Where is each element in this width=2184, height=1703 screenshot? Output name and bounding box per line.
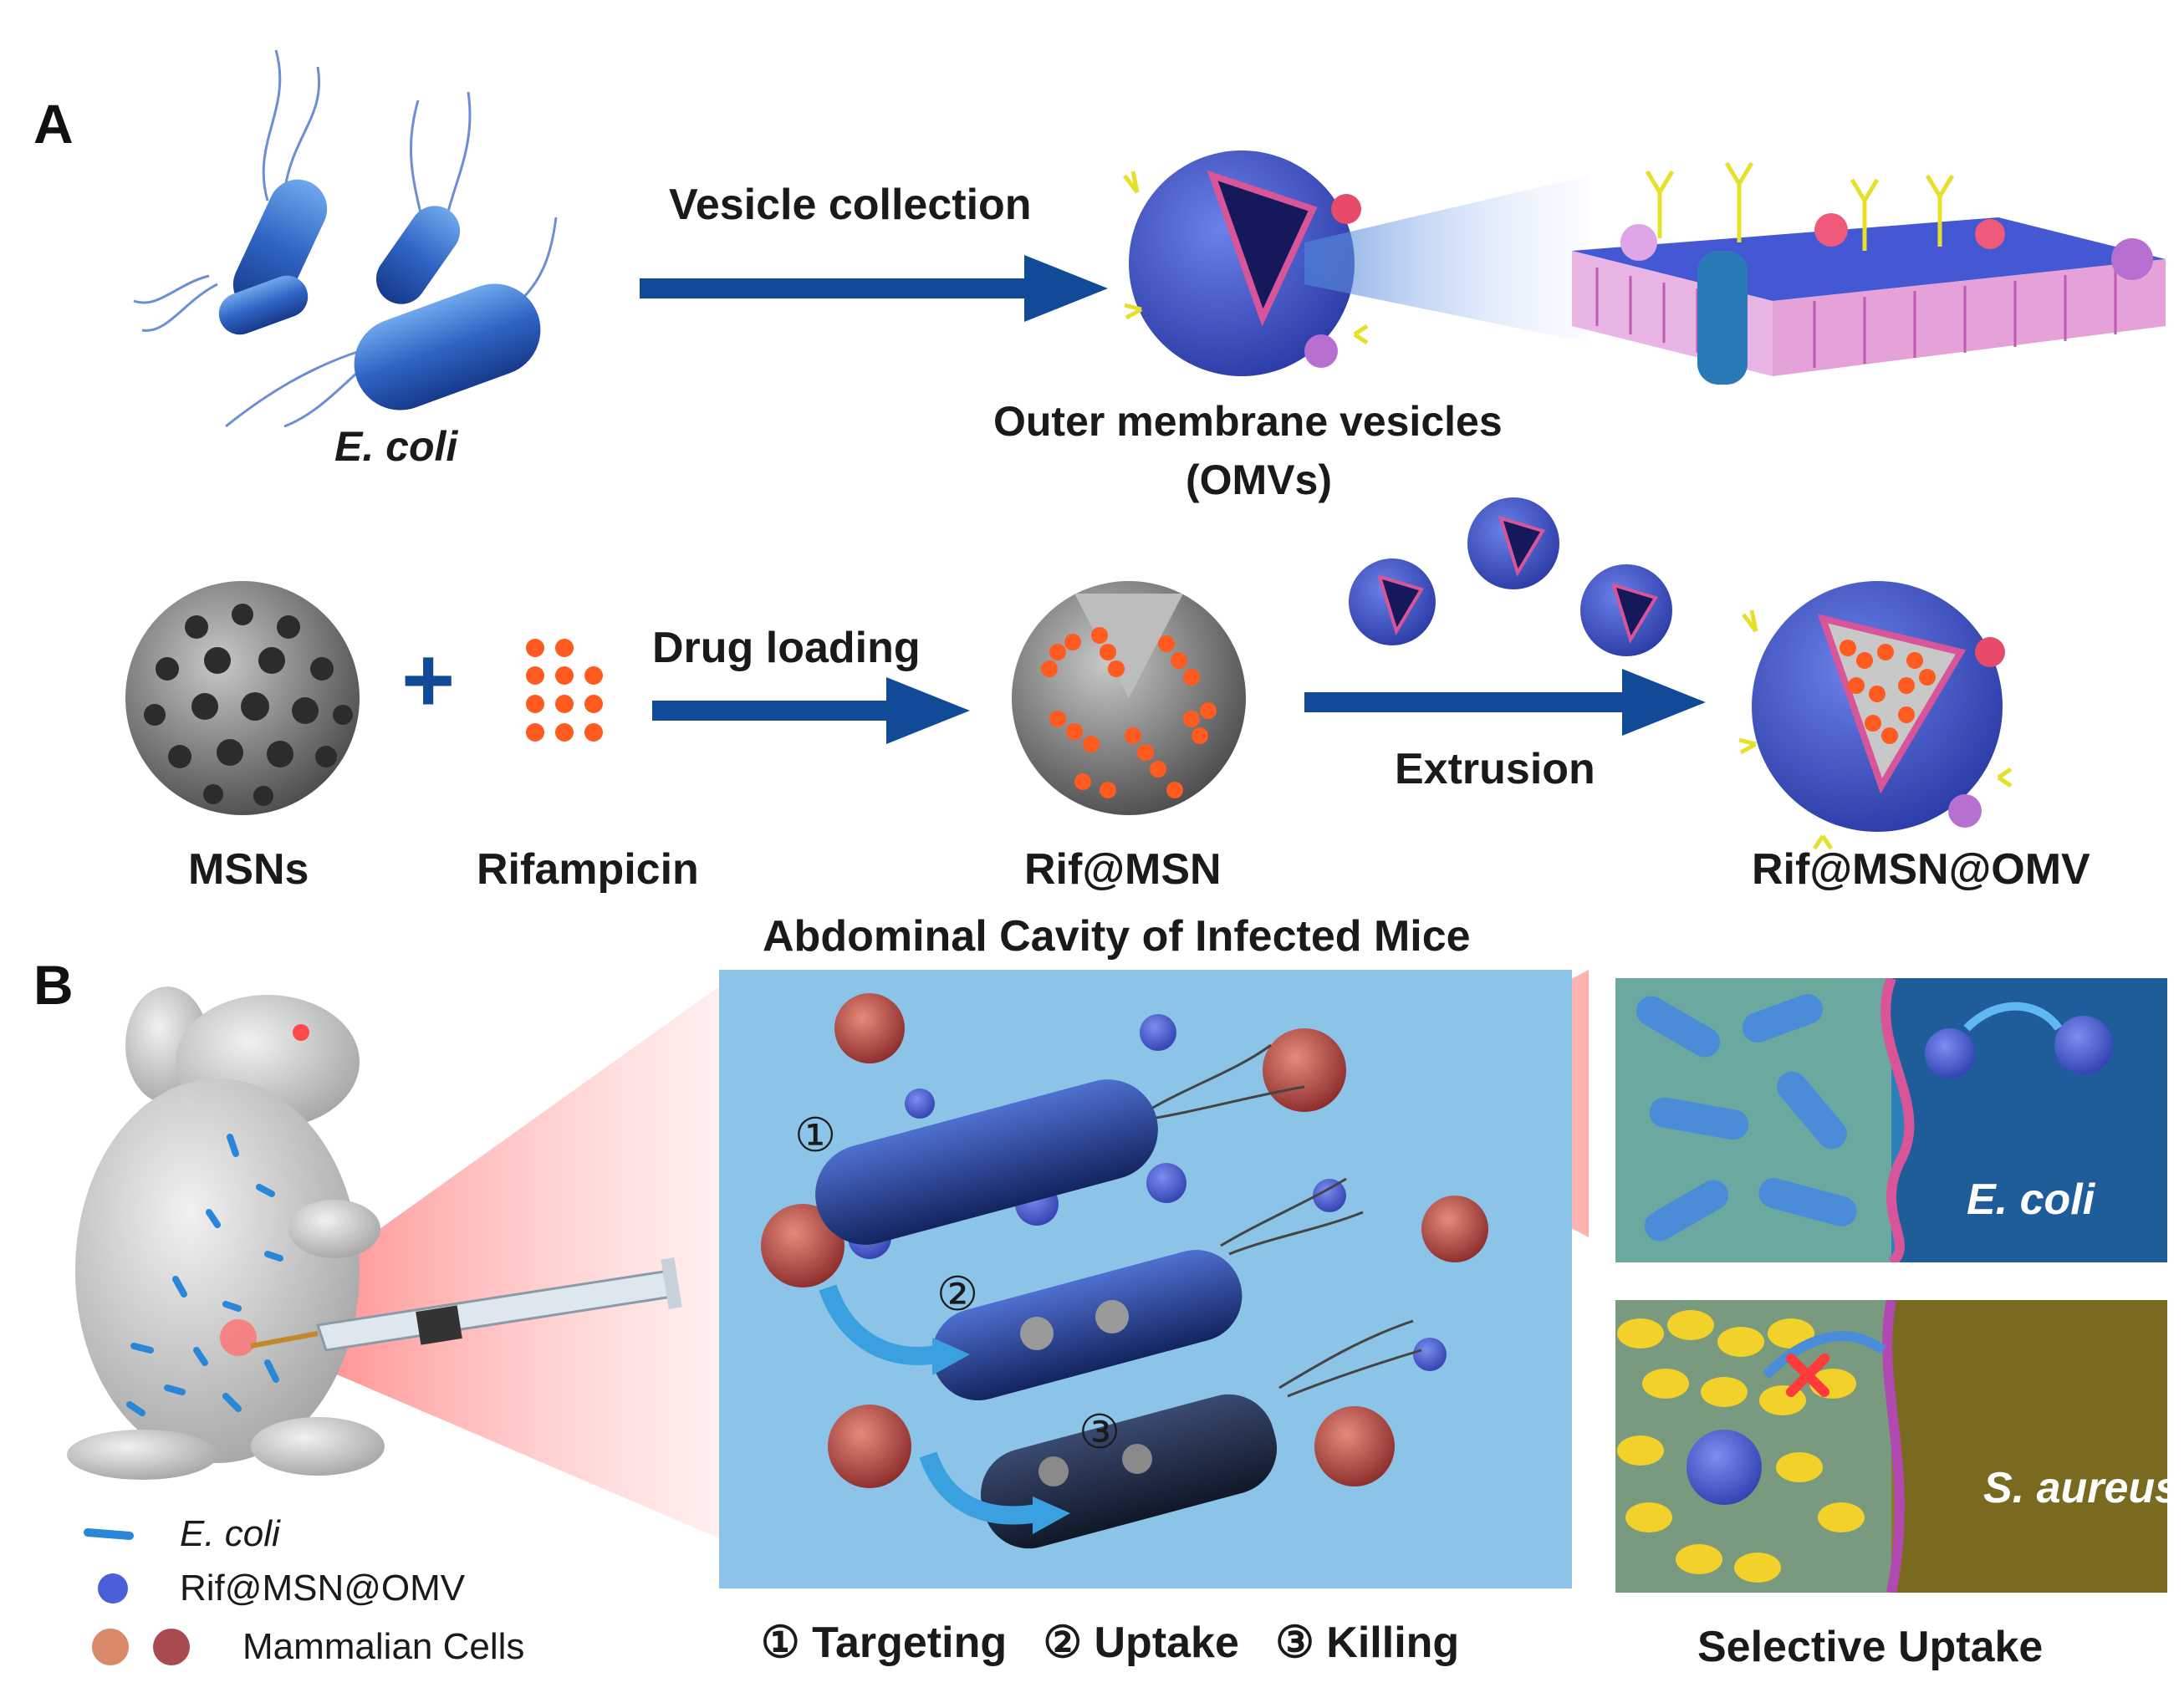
steps-caption: ① Targeting ② Uptake ③ Killing [761,1619,1460,1667]
saureus-inset-label: S. aureus [1983,1464,2167,1512]
legend-item-rifmsnomv: Rif@MSN@OMV [84,1563,585,1614]
extrusion-arrow [1304,669,1706,736]
legend-label-rifmsnomv: Rif@MSN@OMV [180,1568,466,1609]
ecoli-inset-panel: E. coli [1615,978,2167,1262]
vesicle-collection-arrow [640,255,1108,322]
mammalian-cell-legend-icon [92,1629,190,1665]
ecoli-illustration [133,49,558,428]
syringe [250,1257,682,1352]
panel-a-letter: A [33,93,74,155]
legend-item-ecoli: E. coli [84,1509,585,1559]
drug-loading-label: Drug loading [652,624,921,672]
saureus-inset-scene [1615,1300,2167,1593]
final-label: Rif@MSN@OMV [1752,845,2090,894]
nanoparticle-legend-icon [98,1573,128,1604]
ecoli-label: E. coli [334,423,458,470]
saureus-inset-panel: S. aureus [1615,1300,2167,1593]
cavity-title: Abdominal Cavity of Infected Mice [763,912,1471,961]
small-omvs [1349,497,1672,656]
mouse-illustration [67,987,385,1480]
legend-label-ecoli: E. coli [180,1513,280,1554]
rifmsn-sphere [1012,581,1246,815]
rifampicin-label: Rifampicin [477,845,699,894]
cavity-scene [761,993,1488,1549]
membrane-bilayer [1572,161,2166,385]
selective-uptake-caption: Selective Uptake [1697,1623,2044,1671]
ecoli-inset-label: E. coli [1967,1175,2095,1224]
rifmsn-label: Rif@MSN [1024,845,1222,894]
legend-label-mammalian: Mammalian Cells [242,1626,525,1667]
step2-marker: ② [936,1267,979,1320]
omv-label-line2: (OMVs) [1186,456,1332,503]
final-nanoparticle [1738,581,2013,850]
step3-marker: ③ [1079,1405,1121,1458]
vesicle-collection-label: Vesicle collection [669,181,1032,229]
extrusion-label: Extrusion [1395,745,1595,793]
ecoli-inset-scene [1615,978,2167,1262]
msn-sphere [125,581,360,815]
legend-item-mammalian: Mammalian Cells [84,1622,635,1672]
panel-b-letter: B [33,954,74,1016]
step1-marker: ① [794,1109,837,1161]
omv-vesicle [1123,150,1369,376]
omv-label-line1: Outer membrane vesicles [993,398,1503,445]
zoom-beam [1304,176,1589,343]
drug-loading-arrow [652,677,970,744]
legend: E. coli Rif@MSN@OMV Mammalian Cells [84,1505,635,1689]
rifampicin-dots [526,639,603,742]
plus-sign: + [401,629,456,732]
ecoli-legend-icon [84,1528,134,1540]
msn-label: MSNs [188,845,309,894]
